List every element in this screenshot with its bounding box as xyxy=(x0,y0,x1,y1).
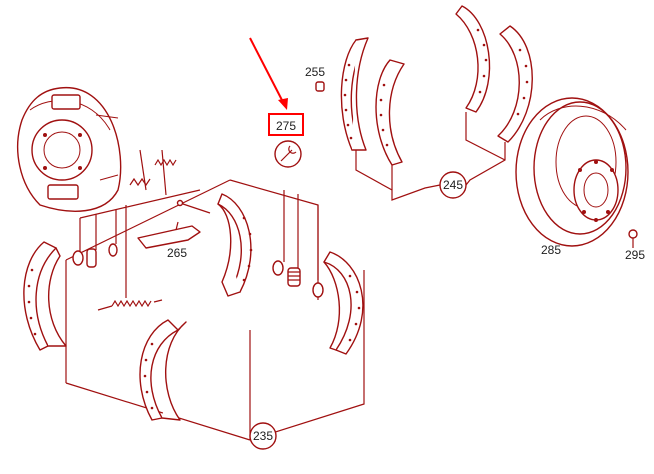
hardware-leaders xyxy=(79,189,319,298)
adjuster-strut-265: 265 xyxy=(137,221,201,260)
lower-return-spring xyxy=(97,299,163,311)
highlight-box xyxy=(268,113,304,136)
part-255-group: 255 xyxy=(305,65,325,92)
brake-shoe-kit-245: 245 xyxy=(340,5,533,201)
brake-shoe-left xyxy=(23,241,67,351)
highlight-arrow-shaft xyxy=(249,37,285,105)
label-285: 285 xyxy=(541,243,561,257)
return-springs-upper xyxy=(129,149,177,196)
adjuster-pin xyxy=(176,199,211,214)
callout-circle-245 xyxy=(439,171,467,199)
screw-295: 295 xyxy=(625,229,645,262)
backing-plate xyxy=(16,87,122,212)
label-245: 245 xyxy=(443,178,463,192)
label-255: 255 xyxy=(305,65,325,79)
part-275-highlight: 275 xyxy=(249,37,304,136)
spring-washers-right xyxy=(272,260,324,298)
label-235: 235 xyxy=(253,429,273,443)
brake-shoe-center-top xyxy=(217,193,253,297)
highlight-arrow-head xyxy=(278,98,288,110)
assembly-box xyxy=(65,179,365,441)
spring-washers-left xyxy=(72,243,118,268)
brake-shoe-right xyxy=(323,251,364,355)
label-295: 295 xyxy=(625,248,645,262)
wrench-icon xyxy=(274,140,302,168)
brake-shoe-bottom xyxy=(139,319,187,421)
brake-drum-285: 285 xyxy=(515,97,629,257)
label-265: 265 xyxy=(167,246,187,260)
label-275: 275 xyxy=(276,119,296,133)
part-235-callout: 235 xyxy=(249,422,277,450)
callout-circle-235 xyxy=(249,422,277,450)
